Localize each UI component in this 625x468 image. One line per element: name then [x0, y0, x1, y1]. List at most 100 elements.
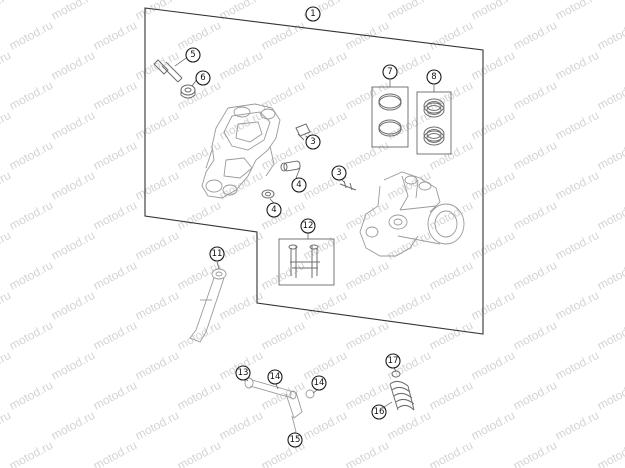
watermark-text: motod.ru: [427, 378, 475, 413]
callout-label: 14: [314, 378, 325, 388]
watermark-text: motod.ru: [7, 258, 55, 293]
watermark-text: motod.ru: [0, 48, 13, 83]
watermark-text: motod.ru: [175, 138, 223, 173]
watermark-text: motod.ru: [427, 198, 475, 233]
watermark-text: motod.ru: [385, 168, 433, 203]
watermark-text: motod.ru: [469, 108, 517, 143]
watermark-text: motod.ru: [553, 0, 601, 23]
watermark-text: motod.ru: [553, 408, 601, 443]
watermark-text: motod.ru: [343, 318, 391, 353]
watermark-text: motod.ru: [49, 0, 97, 23]
watermark-text: motod.ru: [49, 48, 97, 83]
watermark-text: motod.ru: [511, 138, 559, 173]
watermark-text: motod.ru: [469, 168, 517, 203]
watermark-text: motod.ru: [175, 378, 223, 413]
watermark-text: motod.ru: [511, 198, 559, 233]
callout-label: 7: [387, 67, 392, 77]
watermark-text: motod.ru: [175, 318, 223, 353]
watermark-text: motod.ru: [343, 258, 391, 293]
watermark-text: motod.ru: [301, 408, 349, 443]
watermark-text: motod.ru: [553, 108, 601, 143]
callout-label: 15: [290, 435, 301, 445]
watermark-text: motod.ru: [175, 18, 223, 53]
watermark-text: motod.ru: [259, 318, 307, 353]
watermark-text: motod.ru: [259, 78, 307, 113]
callout-label: 17: [388, 356, 399, 366]
watermark-text: motod.ru: [133, 408, 181, 443]
watermark-text: motod.ru: [595, 18, 625, 53]
watermark-text: motod.ru: [7, 18, 55, 53]
watermark-text: motod.ru: [385, 108, 433, 143]
callout-17: 17: [385, 353, 401, 369]
watermark-text: motod.ru: [553, 168, 601, 203]
watermark-text: motod.ru: [217, 408, 265, 443]
callout-label: 12: [303, 221, 314, 231]
watermark-text: motod.ru: [385, 0, 433, 23]
caliper-body-part: [359, 171, 465, 257]
watermark-text: motod.ru: [595, 378, 625, 413]
watermark-text: motod.ru: [91, 438, 139, 468]
watermark-text: motod.ru: [91, 258, 139, 293]
watermark-text: motod.ru: [469, 348, 517, 383]
watermark-text: motod.ru: [469, 408, 517, 443]
callout-label: 5: [190, 50, 195, 60]
watermark-text: motod.ru: [343, 198, 391, 233]
watermark-text: motod.ru: [553, 228, 601, 263]
watermark-text: motod.ru: [259, 198, 307, 233]
callout-14: 14: [311, 375, 327, 391]
watermark-text: motod.ru: [553, 288, 601, 323]
watermark-text: motod.ru: [7, 318, 55, 353]
callout-16: 16: [371, 404, 387, 420]
watermark-text: motod.ru: [49, 168, 97, 203]
watermark-text: motod.ru: [91, 378, 139, 413]
watermark-text: motod.ru: [175, 198, 223, 233]
watermark-text: motod.ru: [595, 198, 625, 233]
slide-pin-boot-part: [261, 189, 275, 204]
return-spring-part: [383, 367, 415, 411]
watermark-text: motod.ru: [0, 348, 13, 383]
callout-1: 1: [305, 6, 321, 22]
watermark-text: motod.ru: [553, 348, 601, 383]
caliper-bracket-part: [201, 103, 281, 199]
callout-4: 4: [266, 202, 282, 218]
watermark-text: motod.ru: [7, 138, 55, 173]
watermark-text: motod.ru: [133, 108, 181, 143]
kit-outline: [144, 7, 484, 335]
brake-link-rod-part: [189, 261, 227, 343]
callout-label: 8: [431, 72, 436, 82]
watermark-text: motod.ru: [301, 348, 349, 383]
callout-13: 13: [235, 365, 251, 381]
watermark-text: motod.ru: [49, 288, 97, 323]
watermark-text: motod.ru: [427, 18, 475, 53]
callout-3: 3: [331, 165, 347, 181]
watermark-text: motod.ru: [0, 0, 13, 23]
callout-label: 3: [310, 137, 315, 147]
watermark-text: motod.ru: [259, 258, 307, 293]
watermark-text: motod.ru: [49, 228, 97, 263]
watermark-text: motod.ru: [511, 318, 559, 353]
watermark-text: motod.ru: [217, 228, 265, 263]
watermark-text: motod.ru: [427, 258, 475, 293]
watermark-text: motod.ru: [595, 318, 625, 353]
callout-11: 11: [209, 246, 225, 262]
watermark-text: motod.ru: [0, 108, 13, 143]
watermark-text: motod.ru: [469, 288, 517, 323]
callout-5: 5: [185, 47, 201, 63]
watermark-text: motod.ru: [511, 378, 559, 413]
watermark-text: motod.ru: [7, 198, 55, 233]
watermark-text: motod.ru: [385, 288, 433, 323]
watermark-text: motod.ru: [217, 0, 265, 23]
callout-14: 14: [267, 369, 283, 385]
callout-label: 3: [336, 168, 341, 178]
watermark-text: motod.ru: [511, 78, 559, 113]
watermark-text: motod.ru: [469, 0, 517, 23]
callout-8: 8: [426, 69, 442, 85]
watermark-text: motod.ru: [133, 288, 181, 323]
callout-label: 16: [374, 407, 385, 417]
watermark-text: motod.ru: [7, 378, 55, 413]
watermark-text: motod.ru: [0, 228, 13, 263]
watermark-text: motod.ru: [595, 438, 625, 468]
callout-15: 15: [287, 432, 303, 448]
watermark-text: motod.ru: [133, 228, 181, 263]
